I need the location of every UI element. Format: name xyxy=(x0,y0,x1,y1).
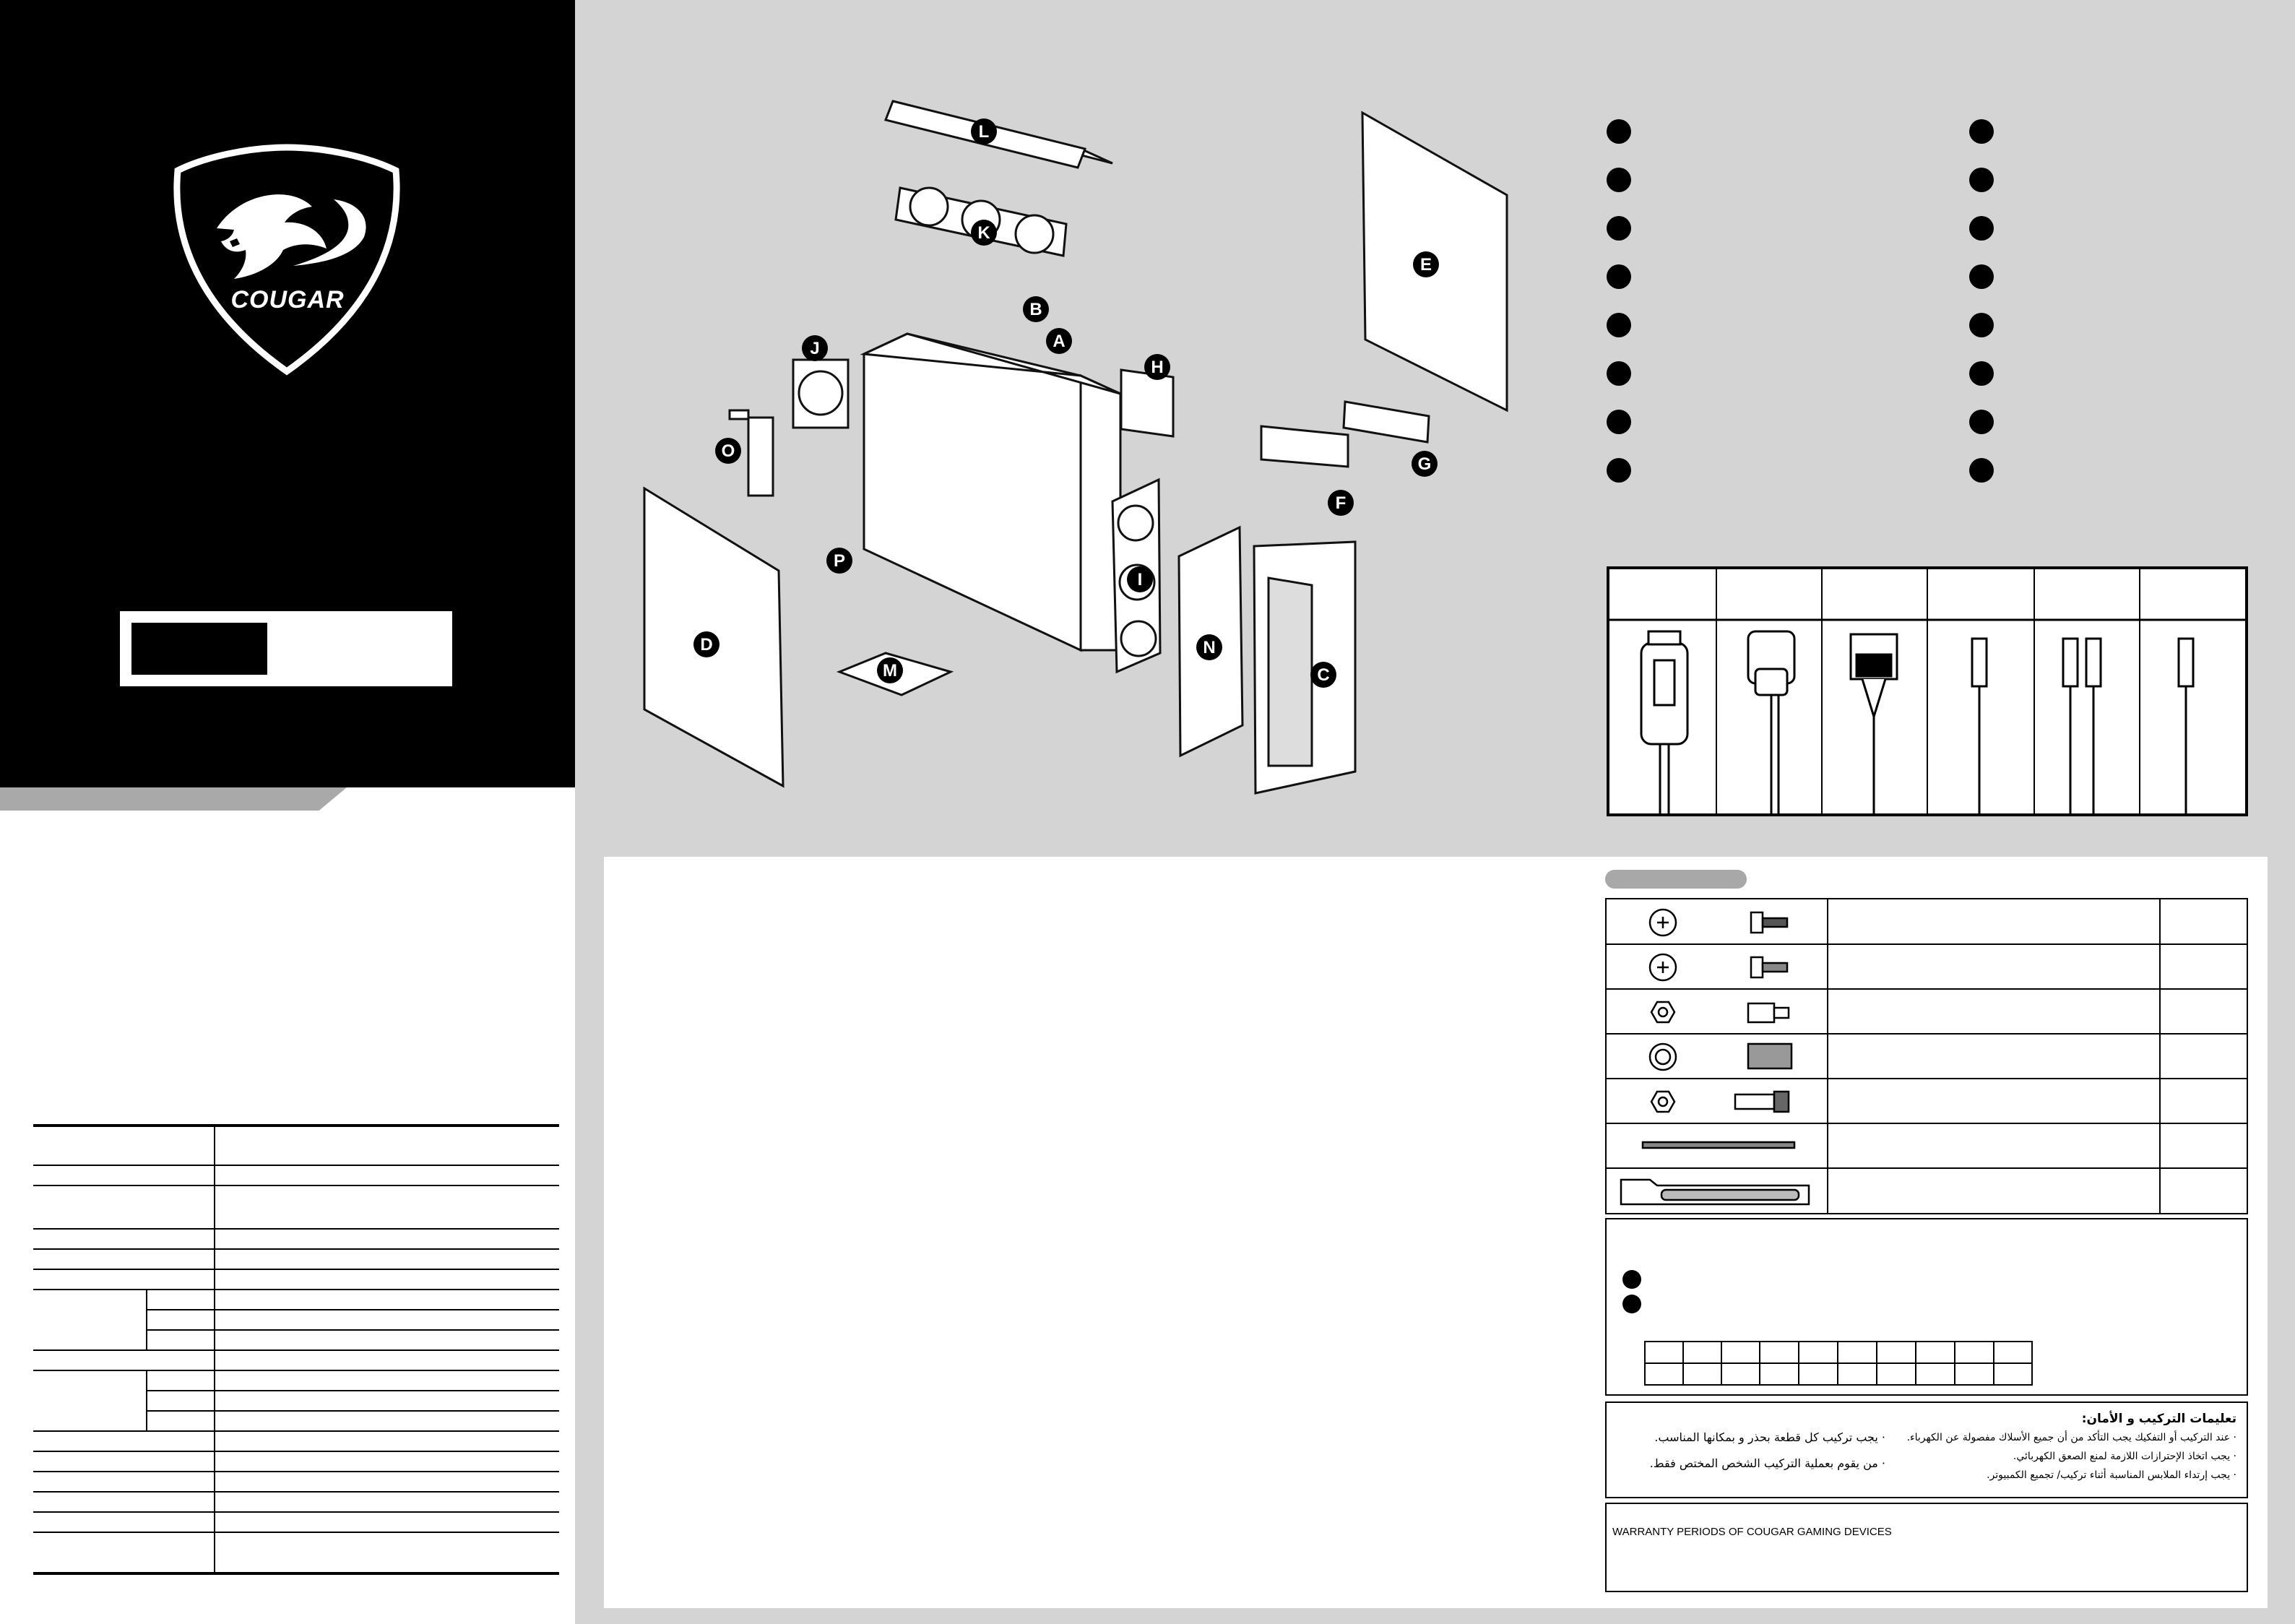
safety-line: · يجب اتخاذ الإحترازات اللازمة لمنع الصع… xyxy=(2013,1451,2236,1462)
svg-text:E: E xyxy=(1420,255,1432,275)
svg-text:G: G xyxy=(1418,454,1432,474)
svg-text:I: I xyxy=(1138,570,1143,589)
legend-dot xyxy=(1969,458,1994,483)
cougar-shield-logo xyxy=(173,144,400,376)
safety-line: · يجب إرتداء الملابس المناسبة أثناء تركي… xyxy=(1987,1469,2236,1481)
svg-text:O: O xyxy=(722,441,735,461)
exploded-case-diagram: L K B A J H O P I D M N C E G F xyxy=(643,100,1508,795)
svg-text:D: D xyxy=(700,635,712,655)
svg-text:K: K xyxy=(977,223,990,243)
legend-dot xyxy=(1607,264,1631,289)
svg-text:B: B xyxy=(1029,300,1042,319)
safety-line: · من يقوم بعملية التركيب الشخص المختص فق… xyxy=(1649,1456,1885,1470)
legend-dot xyxy=(1607,216,1631,241)
svg-text:F: F xyxy=(1336,493,1347,513)
led-control-box xyxy=(1605,1218,2248,1396)
legend-dot xyxy=(1607,410,1631,434)
svg-text:N: N xyxy=(1203,638,1215,657)
legend-dot xyxy=(1969,410,1994,434)
legend-dot xyxy=(1969,361,1994,386)
callout-L: L xyxy=(979,122,990,142)
legend-dot xyxy=(1969,216,1994,241)
legend-dot xyxy=(1969,313,1994,337)
svg-text:H: H xyxy=(1151,358,1163,377)
connector-table xyxy=(1607,566,2248,816)
safety-line: · يجب تركيب كل قطعة بحذر و بمكانها المنا… xyxy=(1654,1430,1885,1444)
logo-wordmark: COUGAR xyxy=(230,286,345,314)
legend-dot xyxy=(1607,119,1631,144)
safety-instructions: تعليمات التركيب و الأمان: · عند التركيب … xyxy=(1605,1401,2248,1498)
legend-dot xyxy=(1607,313,1631,337)
svg-text:P: P xyxy=(834,551,845,571)
accessories-header-pill xyxy=(1605,870,1747,889)
legend-dot xyxy=(1607,361,1631,386)
warranty-box: WARRANTY PERIODS OF COUGAR GAMING DEVICE… xyxy=(1605,1503,2248,1592)
svg-text:J: J xyxy=(810,339,819,358)
svg-text:M: M xyxy=(883,661,897,681)
safety-line: · عند التركيب أو التفكيك يجب التأكد من أ… xyxy=(1906,1432,2236,1443)
legend-dot xyxy=(1607,168,1631,192)
accessories-table xyxy=(1605,898,2248,1214)
legend-dot xyxy=(1969,264,1994,289)
model-label-box xyxy=(120,611,452,686)
svg-text:C: C xyxy=(1317,665,1329,685)
cover-stripe xyxy=(0,787,347,811)
safety-title: تعليمات التركيب و الأمان: xyxy=(2081,1412,2236,1426)
legend-dot xyxy=(1969,119,1994,144)
legend-dot xyxy=(1607,458,1631,483)
cover-panel: COUGAR xyxy=(0,0,575,787)
svg-text:A: A xyxy=(1053,332,1065,351)
legend-dot xyxy=(1969,168,1994,192)
warranty-title: WARRANTY PERIODS OF COUGAR GAMING DEVICE… xyxy=(1612,1526,1892,1538)
spec-table xyxy=(33,1124,559,1576)
